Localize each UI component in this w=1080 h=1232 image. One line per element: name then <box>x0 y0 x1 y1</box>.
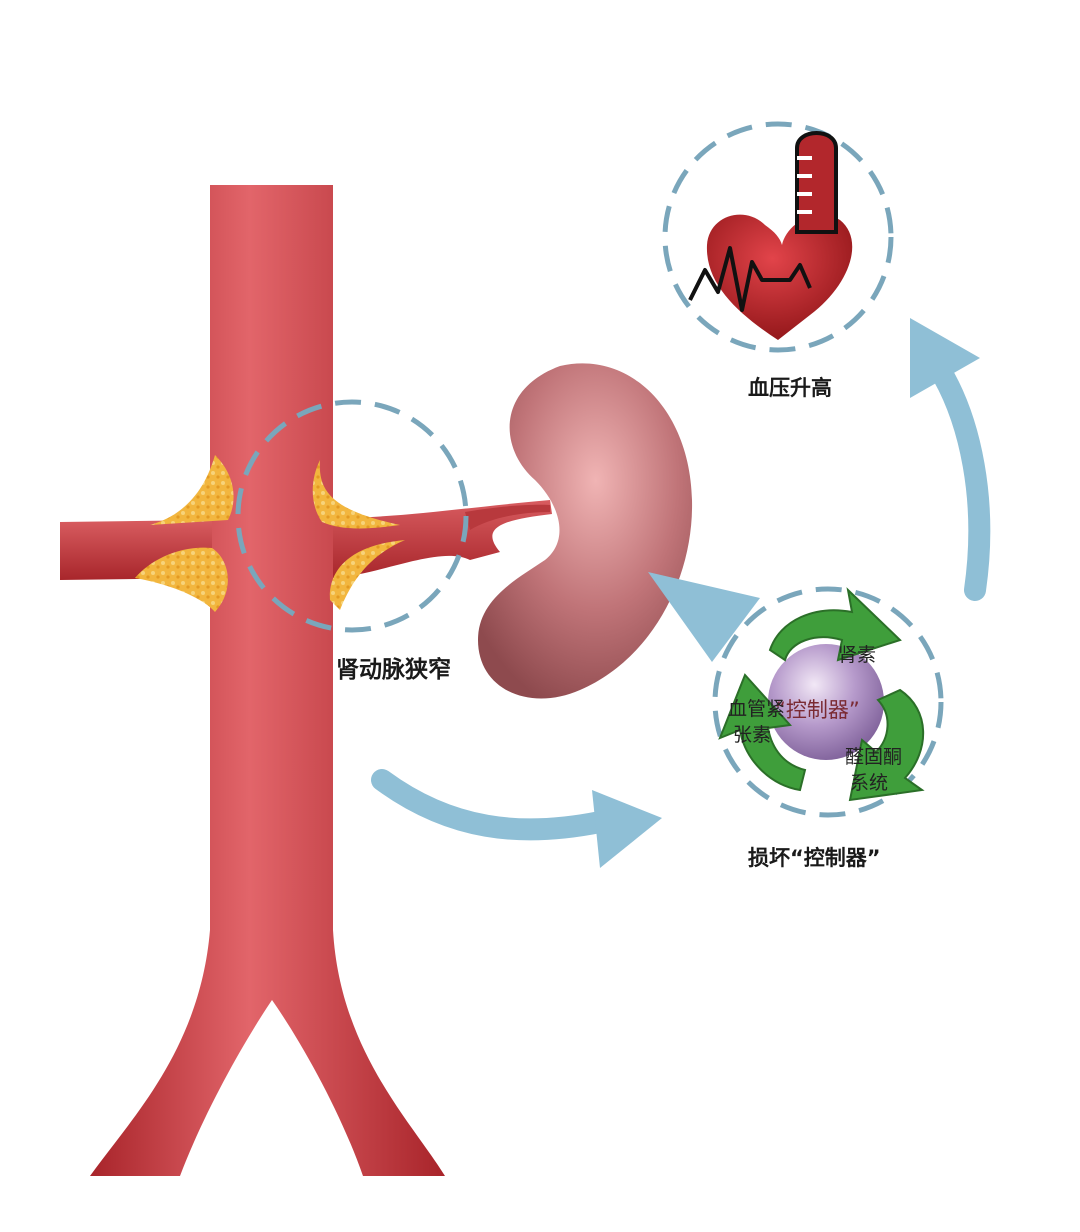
angiotensin-label-2: 张素 <box>733 724 772 746</box>
right-renal-artery <box>333 500 552 578</box>
aldosterone-label-2: 系统 <box>850 772 889 794</box>
angiotensin-label-1: 血管紧 <box>728 698 786 720</box>
stenosis-dashed-circle <box>235 399 469 633</box>
bp-rise-label: 血压升高 <box>748 376 832 400</box>
ecg-line-icon <box>688 246 812 312</box>
kidney <box>478 363 693 699</box>
controller-dashed-circle <box>712 586 944 818</box>
renal-artery-fork <box>465 504 550 530</box>
plaque-lower-right <box>329 540 405 610</box>
stenosis-label: 肾动脉狭窄 <box>336 657 451 683</box>
aorta <box>90 185 445 1176</box>
renin-label: 肾素 <box>838 644 877 666</box>
plaque-upper-right <box>312 460 400 529</box>
plaque-upper-left <box>150 455 234 525</box>
controller-center-label: “控制器” <box>775 698 860 722</box>
bp-dashed-circle <box>662 121 894 353</box>
flow-arrow-controller-to-kidney <box>648 572 760 662</box>
flow-arrow-kidney-to-controller <box>371 769 662 868</box>
damage-controller-label: 损坏“控制器” <box>748 846 881 870</box>
aldosterone-label-1: 醛固酮 <box>845 746 903 768</box>
flow-arrow-controller-to-bp <box>910 318 991 601</box>
plaque-lower-left <box>135 547 228 612</box>
recycle-arrows-icon <box>718 587 925 802</box>
thermometer-icon <box>795 131 838 234</box>
controller-sphere <box>768 644 884 760</box>
